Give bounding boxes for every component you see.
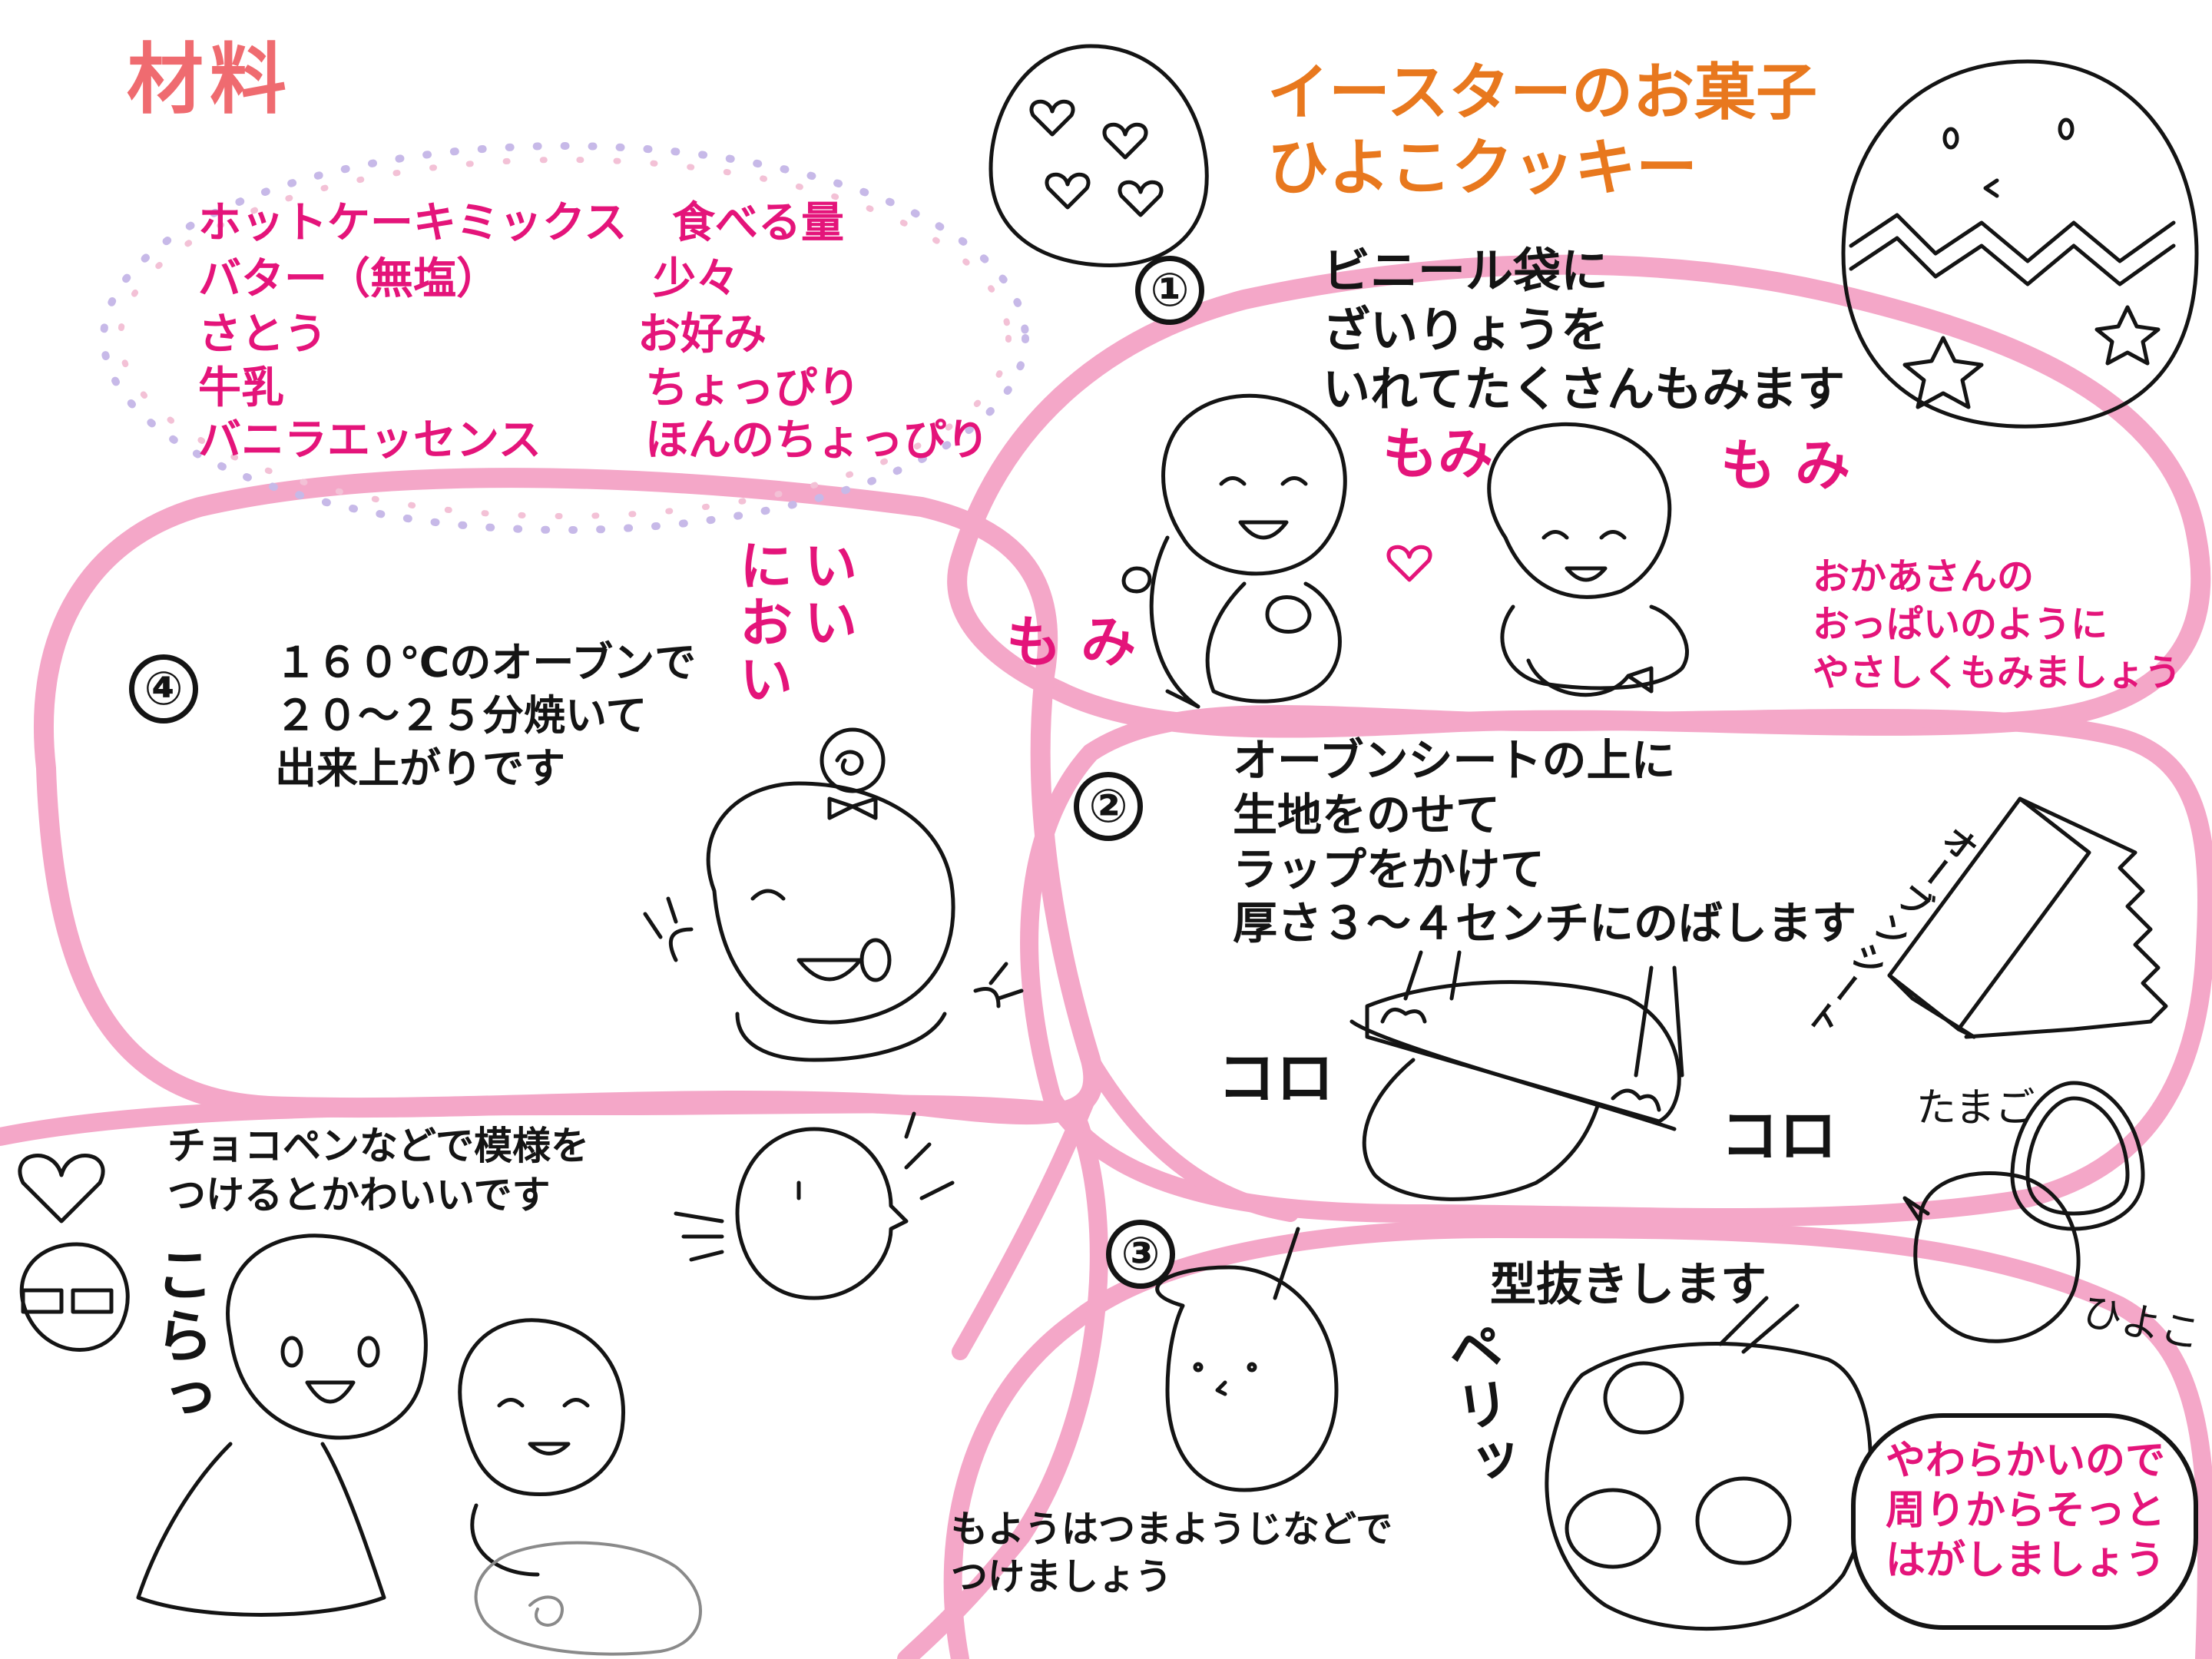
step-1-sfx-2: も み (1720, 433, 1851, 498)
decorate-sfx: こらっ (145, 1244, 214, 1429)
blob-connector-lower (952, 1051, 1299, 1360)
ingredient-amount-5: ほんのちょっぴり (645, 416, 989, 465)
step-3-pattern-note: もようはつまようじなどで つけましょう (951, 1508, 1393, 1599)
step-2-sfx-1: コロ (1217, 1044, 1334, 1112)
egg-hearts-illustration (988, 44, 1209, 268)
heart-icon (18, 1154, 105, 1224)
page-title-line2: ひよこクッキー (1267, 132, 1697, 204)
ingredient-amount-1: 食べる量 (672, 198, 844, 248)
watercolor-blob-outlines (0, 254, 2212, 1659)
blob-step4 (33, 468, 1104, 1125)
ingredient-name-3: さとう (198, 310, 327, 359)
family-scene-illustration (19, 1233, 625, 1617)
ingredient-amount-4: ちょっぴり (645, 363, 860, 413)
blob-step2 (1020, 705, 2212, 1227)
step-3-soft-note: やわらかいので 周りからそっと はがしましょう (1886, 1438, 2166, 1584)
step-4-number: ④ (129, 654, 198, 724)
step-1-sfx-1: もみ (1382, 422, 1494, 486)
chick-cutter-illustration (1902, 1171, 2081, 1343)
step-1-text: ビニール袋に ざいりょうを いれてたくさんもみます (1323, 243, 1846, 417)
blob-step3 (943, 1220, 2212, 1659)
step-2-sfx-2: コロ (1720, 1101, 1837, 1170)
step-1-sfx-3: も み (1006, 610, 1137, 674)
soft-note-bubble (1851, 1413, 2198, 1630)
ingredient-name-1: ホットケーキミックス (198, 198, 628, 248)
decorate-text: チョコペンなどで模様を つけるとかわいいです (167, 1124, 589, 1217)
girl-smelling-illustration (643, 727, 1024, 1062)
dough-cutouts-illustration (1545, 1296, 1873, 1631)
step-4-smell-sfx: いい におい (730, 538, 858, 708)
page-title-line1: イースターのお菓子 (1267, 57, 1817, 128)
oven-sheet-roll-illustration (1887, 796, 2168, 1039)
egg-cutter-label: たまご (1916, 1085, 2035, 1131)
step-1-note: おかあさんの おっぱいのように やさしくもみましょう (1813, 555, 2182, 694)
blob-decorate (0, 1094, 1108, 1659)
ingredients-dotted-bubble (100, 142, 1029, 534)
patterned-chick-illustration (1155, 1227, 1339, 1492)
ingredient-name-5: バニラエッセンス (198, 416, 541, 465)
ingredient-name-2: バター（無塩） (198, 254, 499, 304)
ingredients-heading: 材料 (127, 35, 293, 124)
ingredient-amount-3: お好み (637, 310, 767, 359)
hands-rolling-dough-illustration (1349, 950, 1684, 1201)
child-kneading-illustration (1487, 422, 1689, 697)
step-1-number: ① (1135, 256, 1204, 325)
step-3-number: ③ (1106, 1220, 1175, 1289)
step-2-number: ② (1074, 772, 1143, 841)
round-chick-speech-illustration (674, 1111, 955, 1300)
step-2-text: オーブンシートの上に 生地をのせて ラップをかけて 厚さ３〜４センチにのばします (1233, 734, 1857, 950)
chocolate-doodles-illustration (474, 1541, 703, 1656)
step-4-text: １６０℃のオーブンで ２０〜２５分焼いて 出来上がりです (275, 638, 697, 793)
ingredient-amount-2: 少々 (653, 254, 739, 304)
ingredients-dotted-bubble-inner (118, 157, 1012, 519)
mother-baby-illustration (1121, 393, 1432, 709)
chick-egg-illustration (1841, 59, 2199, 429)
step-3-cut-label: 型抜きします (1490, 1258, 1767, 1312)
ingredient-name-4: 牛乳 (198, 363, 284, 413)
